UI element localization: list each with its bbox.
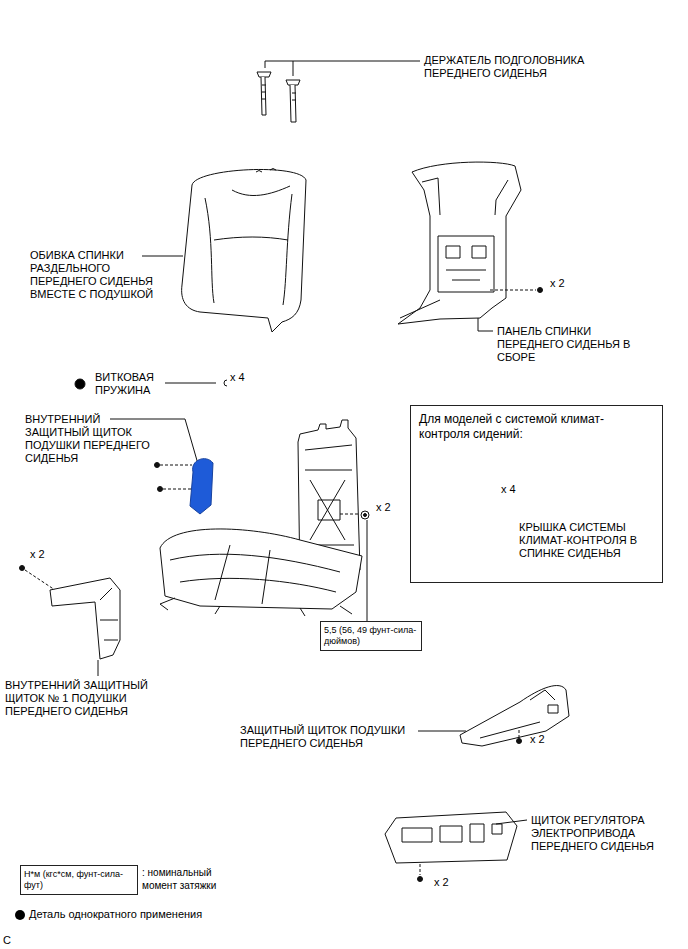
inner-shield-no1 [20,566,121,677]
box-heading: Н*м (кгс*см, фунт-сила-фут) [24,869,134,891]
cushion-shield [418,686,569,746]
seat-back-cover [142,169,306,333]
quantity-label: x 2 [30,548,60,561]
part-label: КРЫШКА СИСТЕМЫ КЛИМАТ-КОНТРОЛЯ В СПИНКЕ … [519,521,659,560]
part-label: ВНУТРЕННИЙ ЗАЩИТНЫЙ ЩИТОК ПОДУШКИ ПЕРЕДН… [25,413,160,465]
box-heading: Для моделей с системой климат-контроля с… [419,412,609,442]
variant-box: Для моделей с системой климат-контроля с… [410,405,663,583]
quantity-label: x 4 [501,483,531,496]
quantity-label: C [3,934,17,947]
torque-box: 5,5 (56, 49 фунт-сила-дюймов) [320,621,422,651]
quantity-label: x 2 [530,733,560,746]
part-label: ОБИВКА СПИНКИ РАЗДЕЛЬНОГО ПЕРЕДНЕГО СИДЕ… [30,249,170,301]
box-heading: 5,5 (56, 49 фунт-сила-дюймов) [324,625,418,647]
headrest-support [257,61,420,122]
torque-box: Н*м (кгс*см, фунт-сила-фут) [20,865,138,895]
seat-back-panel [398,162,543,331]
legend-note: : номинальный момент затяжки [142,866,242,892]
quantity-label: x 4 [230,371,260,384]
quantity-label: x 2 [550,277,580,290]
part-label: ЩИТОК РЕГУЛЯТОРА ЭЛЕКТРОПРИВОДА ПЕРЕДНЕГ… [531,814,671,853]
part-label: ЗАЩИТНЫЙ ЩИТОК ПОДУШКИ ПЕРЕДНЕГО СИДЕНЬЯ [240,724,418,750]
legend-item: Деталь однократного применения [14,908,202,921]
legend-text: Деталь однократного применения [29,908,202,921]
part-label: ВНУТРЕННИЙ ЗАЩИТНЫЙ ЩИТОК № 1 ПОДУШКИ ПЕ… [5,679,165,718]
part-label: ПАНЕЛЬ СПИНКИ ПЕРЕДНЕГО СИДЕНЬЯ В СБОРЕ [497,325,637,364]
part-label: ВИТКОВАЯ ПРУЖИНА [95,371,175,397]
part-label: ДЕРЖАТЕЛЬ ПОДГОЛОВНИКА ПЕРЕДНЕГО СИДЕНЬЯ [424,54,604,80]
power-seat-switch-cover [385,812,527,882]
quantity-label: x 2 [434,876,464,889]
single-use-dot [14,909,26,921]
seat-frame [160,420,369,621]
quantity-label: x 2 [376,501,406,514]
